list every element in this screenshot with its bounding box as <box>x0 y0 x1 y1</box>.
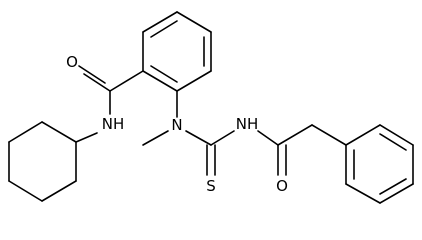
bond <box>109 70 144 92</box>
atom-labels: O NH N NH S O <box>66 53 288 195</box>
double-bond-inner <box>379 133 407 151</box>
double-bond-inner <box>150 20 178 38</box>
double-bond <box>78 65 106 84</box>
bond <box>8 180 43 202</box>
bond <box>379 183 414 204</box>
amide-oxygen-label: O <box>66 53 78 71</box>
bond <box>345 183 381 204</box>
bond <box>176 70 212 92</box>
bond <box>277 124 313 146</box>
thione-sulfur-label: S <box>206 177 216 195</box>
molecule-drawing: O NH N NH S O <box>8 11 414 204</box>
structure-canvas: O NH N NH S O <box>8 11 414 204</box>
bond <box>142 11 178 33</box>
carboxamide-group <box>78 65 144 115</box>
bond <box>8 121 43 143</box>
bond <box>83 73 111 92</box>
bond <box>185 130 212 146</box>
bond <box>311 124 347 146</box>
bond <box>379 124 414 146</box>
methyl-bond <box>142 130 169 146</box>
amide-nitrogen-label: NH <box>102 115 125 133</box>
phenylacetyl-group <box>277 124 347 176</box>
bond <box>176 11 212 33</box>
bond <box>41 180 77 202</box>
double-bond-inner <box>150 65 178 83</box>
bond <box>345 124 381 146</box>
bond <box>41 121 77 143</box>
double-bond-inner <box>379 178 407 195</box>
acyl-oxygen-label: O <box>276 177 288 195</box>
benzamide-ring <box>142 11 212 92</box>
cyclohexyl-ring <box>8 121 98 202</box>
bond <box>210 130 235 146</box>
bond <box>75 132 98 143</box>
bond <box>142 70 178 92</box>
bond <box>257 130 279 146</box>
methyl-nitrogen-label: N <box>171 116 182 134</box>
thioamide-nitrogen-label: NH <box>236 115 259 133</box>
phenyl-ring <box>345 124 414 204</box>
thiourea-linker <box>142 90 279 176</box>
